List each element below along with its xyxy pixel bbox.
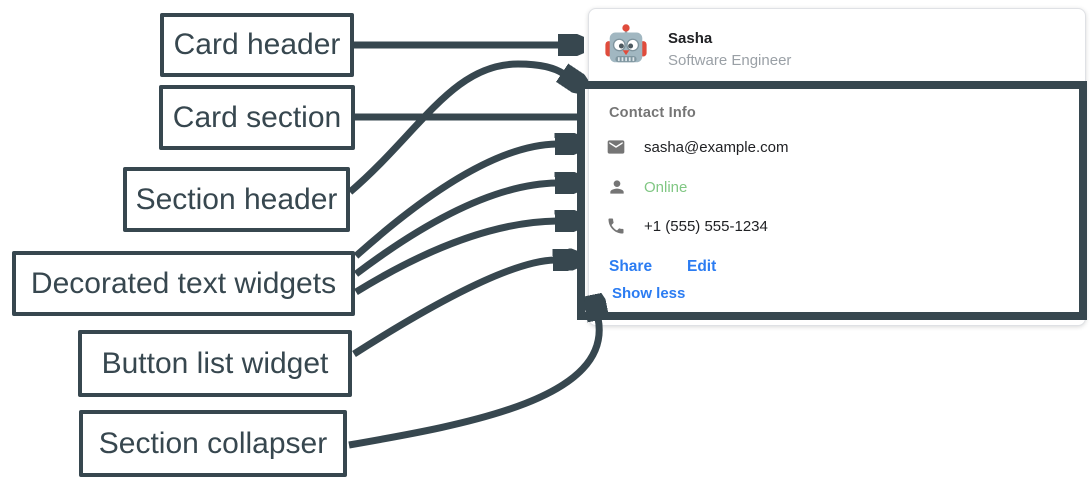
edit-button[interactable]: Edit — [687, 258, 717, 275]
show-less-button[interactable]: Show less — [612, 285, 686, 302]
label-box-button-list-widget: Button list widget — [78, 330, 352, 397]
phone-text: +1 (555) 555-1234 — [644, 218, 768, 235]
person-icon — [610, 180, 624, 194]
share-button[interactable]: Share — [609, 258, 653, 275]
arrow-decorated-phone — [354, 221, 557, 295]
card-header-name: Sasha — [668, 30, 713, 47]
label-box-decorated-text-widgets: Decorated text widgets — [12, 251, 355, 316]
label-text: Card section — [172, 100, 342, 134]
label-box-card-header: Card header — [160, 13, 354, 77]
email-icon — [607, 140, 625, 154]
label-box-section-collapser: Section collapser — [79, 410, 347, 477]
label-text: Section collapser — [98, 426, 328, 460]
arrow-button-list — [352, 260, 555, 357]
label-text: Card header — [173, 28, 341, 61]
arrow-section-header — [347, 60, 564, 195]
status-text: Online — [644, 179, 688, 196]
contact-card: Sasha Software Engineer Contact Info sas… — [588, 8, 1086, 326]
robot-avatar-icon — [605, 24, 647, 63]
email-text: sasha@example.com — [644, 139, 789, 156]
label-box-section-header: Section header — [123, 167, 350, 232]
phone-icon — [608, 218, 624, 234]
label-text: Button list widget — [101, 346, 329, 380]
arrow-decorated-status — [353, 183, 557, 277]
arrow-decorated-email — [353, 144, 557, 259]
label-text: Decorated text widgets — [30, 266, 337, 300]
label-text: Section header — [135, 182, 338, 216]
card-header-subtitle: Software Engineer — [668, 52, 792, 69]
section-header-title: Contact Info — [609, 105, 696, 121]
label-box-card-section: Card section — [159, 85, 355, 150]
arrow-section-collapser — [348, 318, 599, 449]
